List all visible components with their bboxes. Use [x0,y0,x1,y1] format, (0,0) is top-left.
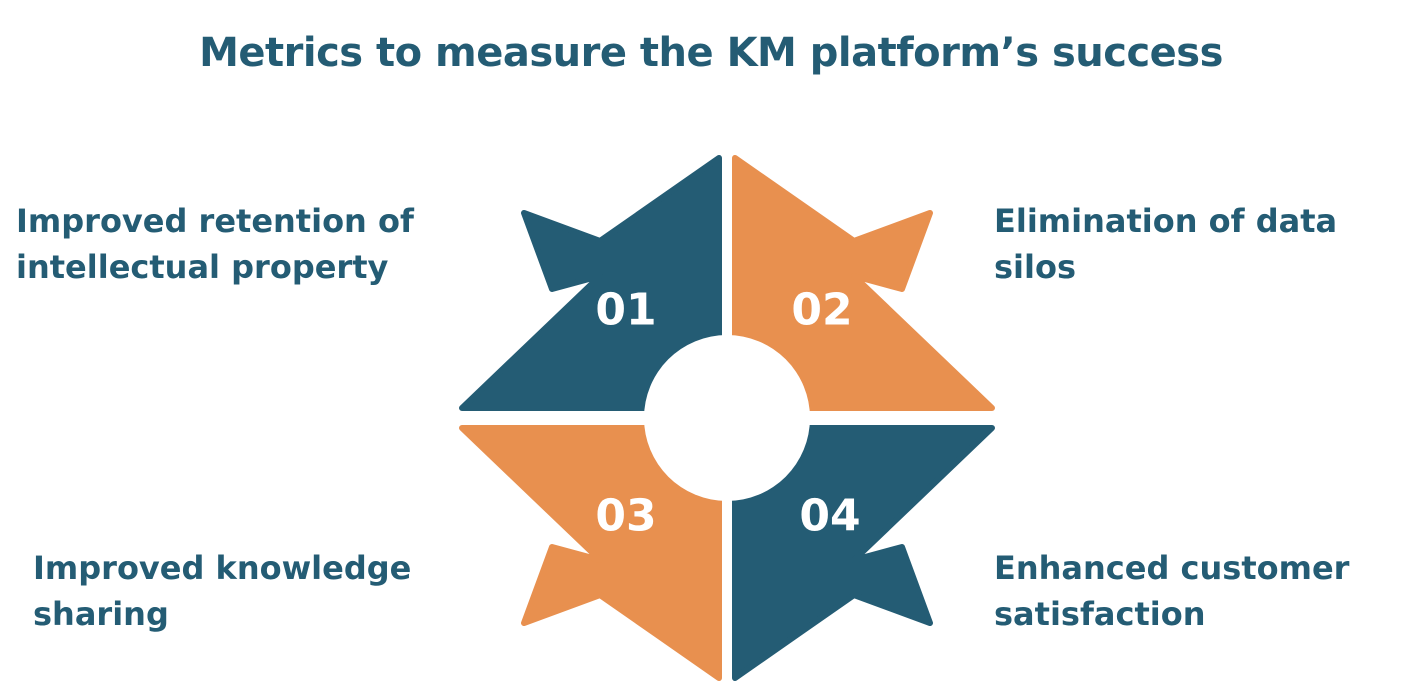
metric-label-3: Improved knowledge sharing [33,545,411,637]
quadrant-03-number: 03 [595,491,656,542]
metric-label-2: Elimination of data silos [994,198,1337,290]
quadrant-03-arrow-shape [459,425,722,681]
metric-label-2-line-2: silos [994,248,1077,286]
metric-label-3-line-2: sharing [33,595,169,633]
metric-label-4: Enhanced customer satisfaction [994,545,1349,637]
metric-label-1-line-1: Improved retention of [16,202,414,240]
metric-label-2-line-1: Elimination of data [994,202,1338,240]
metric-label-1-line-2: intellectual property [16,248,389,286]
page-title: Metrics to measure the KM platform’s suc… [199,30,1223,76]
quadrant-02-number: 02 [791,285,852,336]
metric-label-4-line-2: satisfaction [994,595,1206,633]
quadrant-02-arrow-shape [732,155,995,411]
quadrant-04-number: 04 [799,491,860,542]
quadrant-04-arrow-shape [732,425,995,681]
quadrant-01-number: 01 [595,285,656,336]
metric-label-3-line-1: Improved knowledge [33,549,412,587]
quadrant-01-arrow-shape [459,155,722,411]
metric-label-4-line-1: Enhanced customer [994,549,1350,587]
metric-label-1: Improved retention of intellectual prope… [16,198,414,290]
